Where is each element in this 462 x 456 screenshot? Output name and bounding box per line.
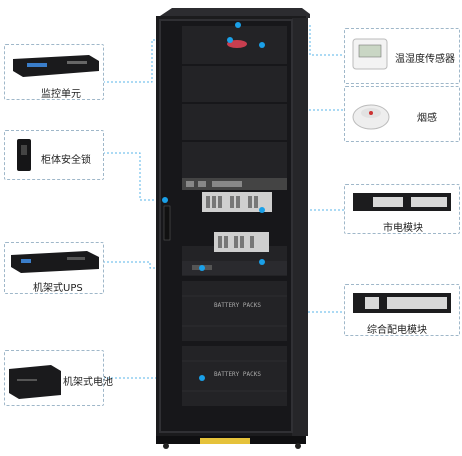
- callout-card-temp-humidity-sensor: 温湿度传感器: [344, 28, 460, 84]
- smoke-detector-icon: [352, 104, 390, 130]
- callout-card-rack-battery: 机架式电池: [4, 350, 113, 406]
- label-temp-humidity-sensor: 温湿度传感器: [395, 54, 455, 65]
- mains-power-module-icon: [353, 193, 451, 211]
- callout-card-cabinet-lock: 柜体安全锁: [4, 130, 104, 180]
- label-monitoring-unit: 监控单元: [41, 89, 81, 100]
- anchor-dot-monitoring-unit: [227, 37, 233, 43]
- anchor-dot-distribution-module: [259, 259, 265, 265]
- anchor-dot-temp-humidity-sensor: [235, 22, 241, 28]
- connector-cabinet-lock: [103, 152, 165, 201]
- callout-card-smoke-detector: 烟感: [344, 86, 460, 142]
- anchor-dot-rack-ups: [199, 265, 205, 271]
- rack-ups-icon: [11, 251, 99, 273]
- battery-label-1: BATTERY PACKS: [214, 302, 261, 309]
- callout-card-rack-ups: 机架式UPS: [4, 242, 104, 294]
- label-cabinet-lock: 柜体安全锁: [41, 155, 91, 166]
- power-distribution-module-icon: [353, 293, 451, 313]
- anchor-dot-smoke-detector: [259, 42, 265, 48]
- rack-battery-icon: [9, 365, 61, 399]
- rack-cabinet-illustration: [156, 8, 310, 449]
- callout-card-monitoring-unit: 监控单元: [4, 44, 104, 100]
- battery-label-2: BATTERY PACKS: [214, 371, 261, 378]
- label-mains-module: 市电模块: [383, 223, 423, 234]
- cabinet-lock-icon: [17, 139, 31, 171]
- anchor-dot-cabinet-lock: [162, 197, 168, 203]
- label-rack-ups: 机架式UPS: [33, 283, 83, 294]
- monitoring-unit-icon: [13, 55, 99, 77]
- label-distribution-module: 综合配电模块: [367, 325, 427, 336]
- anchor-dot-mains-module: [259, 207, 265, 213]
- callout-card-distribution-module: 综合配电模块: [344, 284, 460, 336]
- temperature-humidity-sensor-icon: [352, 38, 388, 70]
- anchor-dot-rack-battery: [199, 375, 205, 381]
- rack-cabinet: BATTERY PACKS BATTERY PACKS: [152, 6, 312, 450]
- label-rack-battery: 机架式电池: [63, 377, 113, 388]
- callout-card-mains-module: 市电模块: [344, 184, 460, 234]
- label-smoke-detector: 烟感: [417, 113, 437, 124]
